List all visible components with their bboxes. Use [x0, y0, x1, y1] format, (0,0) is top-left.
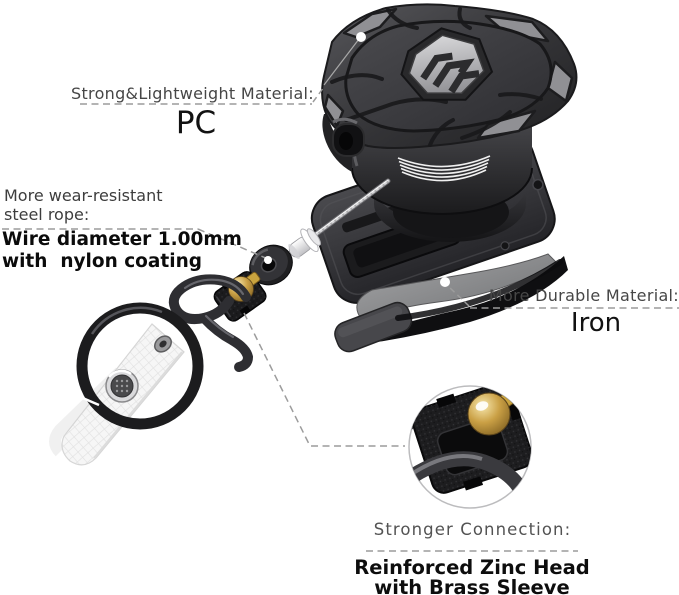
leader-lines — [2, 38, 679, 552]
connection-value-line2: with Brass Sleeve — [374, 576, 570, 595]
rope-value: Wire diameter 1.00mm with nylon coating — [2, 229, 242, 273]
material-label: Strong&Lightweight Material: — [71, 84, 314, 103]
ferrule — [288, 228, 321, 259]
connection-value: Reinforced Zinc Head with Brass Sleeve — [348, 558, 596, 595]
material-value: PC — [175, 105, 217, 141]
swivel-hook — [168, 274, 254, 372]
rope-label: More wear-resistant steel rope: — [4, 186, 163, 224]
connection-label: Stronger Connection: — [373, 520, 572, 539]
callout-dot-rope — [264, 256, 272, 264]
rope-label-line1: More wear-resistant — [4, 186, 163, 205]
clip-label: More Durable Material: — [488, 286, 679, 305]
leader-material-tick — [312, 86, 325, 103]
coil-highlight — [397, 155, 491, 182]
facet-grooves — [330, 7, 543, 147]
clip-value: Iron — [570, 308, 622, 338]
leader-connection — [243, 312, 405, 447]
brand-logo-emblem — [400, 27, 494, 101]
leader-rope-tick — [197, 228, 269, 260]
rope-label-line2: steel rope: — [4, 205, 90, 224]
accent-panels — [323, 7, 574, 140]
key-ring — [76, 302, 204, 430]
wire-exit-notch — [332, 117, 365, 157]
connection-value-line1: Reinforced Zinc Head — [354, 556, 590, 579]
rope-value-line2: with nylon coating — [2, 251, 202, 272]
zoom-detail-circle — [408, 385, 532, 509]
rope-value-line1: Wire diameter 1.00mm — [2, 229, 242, 250]
strap-grommet — [154, 335, 172, 353]
iron-clip — [334, 253, 568, 353]
badge-reel-housing — [321, 3, 578, 172]
callout-dot-iron — [440, 277, 450, 287]
snap-button — [105, 369, 139, 403]
leader-material-pointer — [323, 38, 360, 86]
callout-dot-material — [356, 32, 366, 42]
callout-dots — [264, 32, 450, 287]
leader-iron-tick — [448, 286, 470, 307]
